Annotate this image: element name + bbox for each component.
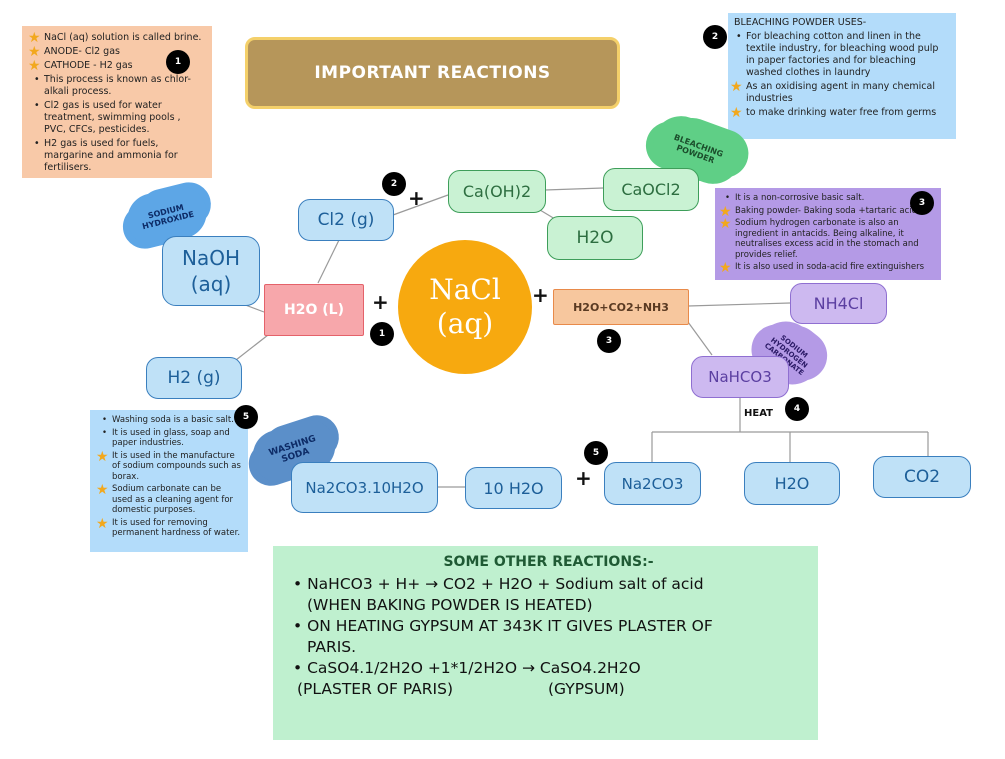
na2co3-node: Na2CO3 [604, 462, 701, 505]
badge-5-na2co3: 5 [584, 441, 608, 465]
note5-list: Washing soda is a basic salt. It is used … [96, 415, 242, 539]
star-icon: ★ [719, 203, 732, 220]
chlor-alkali-notes: ★NaCl (aq) solution is called brine.★ANO… [22, 26, 212, 178]
other-reactions-heading: SOME OTHER REACTIONS:- [443, 554, 654, 570]
reaction-1-note: (WHEN BAKING POWDER IS HEATED) [307, 596, 593, 614]
reaction-1: • NaHCO3 + H+ → CO2 + H2O + Sodium salt … [293, 575, 704, 593]
water-10-node: 10 H2O [465, 467, 562, 509]
nacl-formula: NaCl [429, 273, 501, 306]
note-item: ★It is used in the manufacture of sodium… [96, 448, 241, 482]
note-item: ★Sodium hydrogen carbonate is also an in… [719, 216, 919, 260]
note-item: ★CATHODE - H2 gas [28, 58, 133, 74]
line-mix-nh4cl [687, 302, 791, 307]
note-item: Washing soda is a basic salt. [100, 415, 242, 426]
note-item: H2 gas is used for fuels, margarine and … [32, 138, 204, 174]
nacl-center-node: NaCl (aq) [398, 240, 532, 374]
note-item: ★Baking powder- Baking soda +tartaric ac… [719, 203, 920, 220]
baking-soda-notes: It is a non-corrosive basic salt.★Baking… [715, 188, 941, 280]
star-icon: ★ [719, 260, 732, 276]
note-item: ★Sodium carbonate can be used as a clean… [96, 482, 234, 515]
nahco3-node: NaHCO3 [691, 356, 789, 398]
caocl2-node: CaOCl2 [603, 168, 699, 211]
plus-sign-washing: + [575, 466, 592, 490]
badge-2-note: 2 [703, 25, 727, 49]
cl2-node: Cl2 (g) [298, 199, 394, 241]
star-icon: ★ [28, 30, 41, 46]
h2o-top-node: H2O [547, 216, 643, 260]
reaction-3-labels: (PLASTER OF PARIS) (GYPSUM) [297, 680, 625, 698]
washing-soda-notes: Washing soda is a basic salt. It is used … [90, 410, 248, 552]
naoh-node: NaOH (aq) [162, 236, 260, 306]
badge-3-note: 3 [910, 191, 934, 215]
plus-sign-left: + [372, 290, 389, 314]
caoh2-node: Ca(OH)2 [448, 170, 546, 213]
plus-sign-right: + [532, 283, 549, 307]
badge-3-mix: 3 [597, 329, 621, 353]
note-item: ★It is also used in soda-acid fire extin… [719, 260, 925, 276]
bleaching-uses-heading: BLEACHING POWDER USES- [734, 17, 867, 28]
note1-list: ★NaCl (aq) solution is called brine.★ANO… [28, 30, 204, 174]
line-caoh2-caocl2 [544, 187, 604, 191]
line-h2o-cl2 [317, 237, 341, 284]
reaction-3: • CaSO4.1/2H2O +1*1/2H2O → CaSO4.2H2O [293, 659, 641, 677]
star-icon: ★ [730, 105, 743, 121]
heat-label: HEAT [744, 408, 773, 419]
note-item: It is used in glass, soap and paper indu… [100, 428, 242, 449]
h2-node: H2 (g) [146, 357, 242, 399]
note-item: ★As an oxidising agent in many chemical … [730, 79, 935, 104]
co2-node: CO2 [873, 456, 971, 498]
star-icon: ★ [96, 515, 109, 532]
note2-list: For bleaching cotton and linen in the te… [730, 31, 950, 121]
note-item: ★ANODE- Cl2 gas [28, 44, 120, 60]
line-cl2-caoh2 [392, 194, 449, 216]
reagent-mix-node: H2O+CO2+NH3 [553, 289, 689, 325]
reaction-2-cont: PARIS. [307, 638, 357, 656]
bleaching-powder-notes: BLEACHING POWDER USES- For bleaching cot… [728, 13, 956, 139]
note-item: ★NaCl (aq) solution is called brine. [28, 30, 202, 46]
star-icon: ★ [730, 79, 743, 95]
other-reactions-panel: SOME OTHER REACTIONS:- • NaHCO3 + H+ → C… [273, 546, 818, 740]
nacl-state: (aq) [436, 307, 494, 340]
note-item: It is a non-corrosive basic salt. [723, 193, 935, 204]
washing-soda-formula-node: Na2CO3.10H2O [291, 462, 438, 513]
badge-5-note: 5 [234, 405, 258, 429]
note-item: Cl2 gas is used for water treatment, swi… [32, 100, 204, 136]
note-item: For bleaching cotton and linen in the te… [734, 31, 950, 79]
star-icon: ★ [28, 44, 41, 60]
note-item: ★It is used for removing permanent hardn… [96, 515, 241, 539]
line-mix-nahco3 [687, 321, 713, 356]
note-item: This process is known as chlor-alkali pr… [32, 74, 204, 98]
note3-list: It is a non-corrosive basic salt.★Baking… [719, 193, 935, 276]
badge-4-heat: 4 [785, 397, 809, 421]
star-icon: ★ [719, 216, 732, 232]
star-icon: ★ [96, 448, 109, 465]
star-icon: ★ [96, 482, 109, 498]
badge-2-cl2: 2 [382, 172, 406, 196]
note-item: ★to make drinking water free from germs [730, 105, 937, 121]
star-icon: ★ [28, 58, 41, 74]
badge-1-h2o: 1 [370, 322, 394, 346]
line-h2o-h2 [235, 334, 269, 361]
plus-sign-bleach: + [408, 186, 425, 210]
nh4cl-node: NH4Cl [790, 283, 887, 324]
reaction-2: • ON HEATING GYPSUM AT 343K IT GIVES PLA… [293, 617, 713, 635]
badge-1-note: 1 [166, 50, 190, 74]
title-banner: IMPORTANT REACTIONS [245, 37, 620, 109]
page-title: IMPORTANT REACTIONS [314, 63, 551, 83]
h2o-bottom-node: H2O [744, 462, 840, 505]
h2o-liquid-node: H2O (L) [264, 284, 364, 336]
